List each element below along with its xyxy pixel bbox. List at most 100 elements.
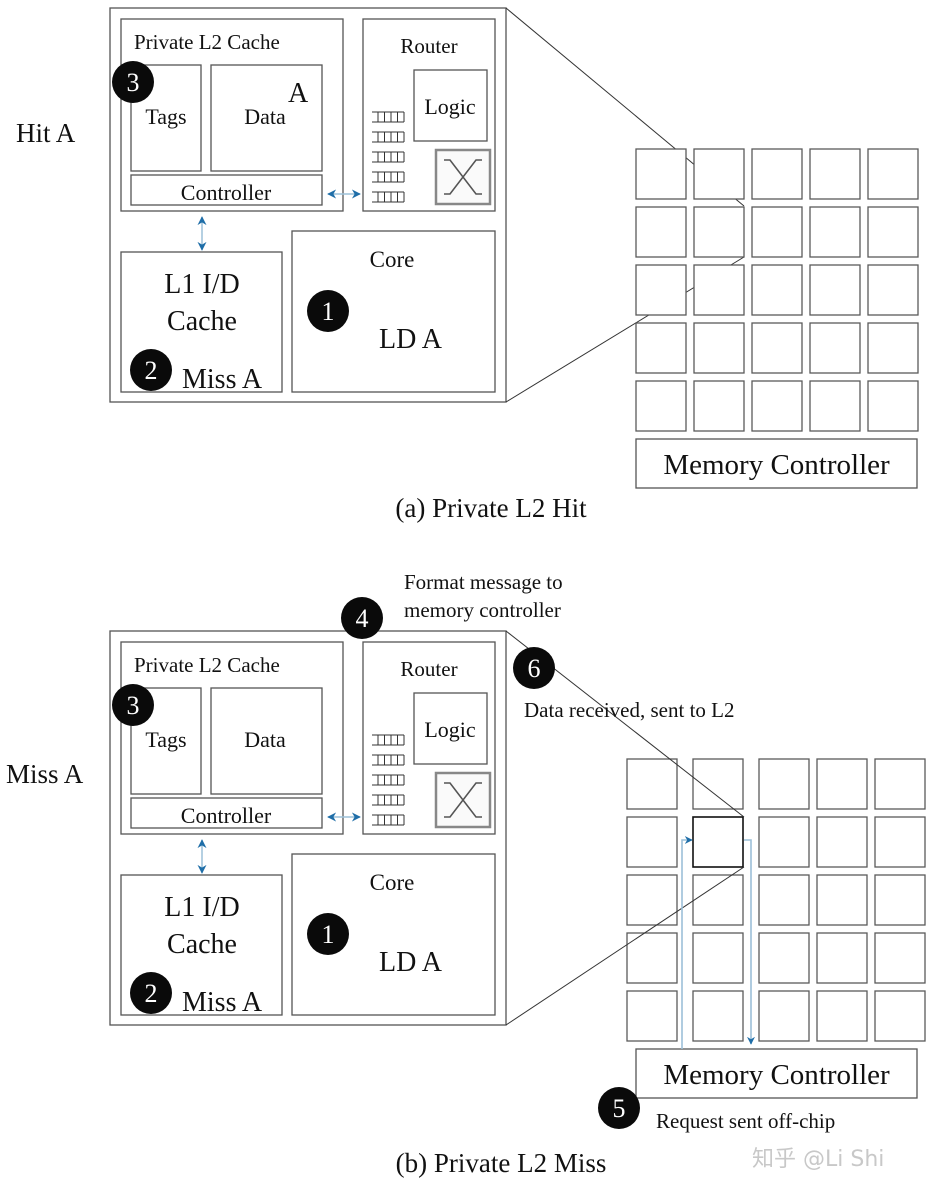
core-title: Core [370,247,415,272]
l1-cache-label: Cache [167,306,237,337]
step-badge-5: 5 [598,1087,640,1129]
data-line-marker: A [288,78,309,109]
side-label-miss-a: Miss A [6,759,84,789]
mesh-tile [751,148,803,200]
router-title: Router [400,34,457,58]
tags-label: Tags [145,727,186,752]
mesh-tile [693,264,745,316]
memory-controller-box [635,1048,918,1099]
caption-b: (b) Private L2 Miss [396,1148,607,1178]
mesh-tile [626,932,678,984]
buffer-queue-icon [372,794,405,806]
mesh-tile [626,874,678,926]
mesh-tile [758,816,810,868]
crossbar-switch-icon [434,148,492,206]
step-badge-6: 6 [513,647,555,689]
mesh-tile [635,322,687,374]
mesh-tile [816,874,868,926]
mesh-tile [809,380,861,432]
mesh-tile [751,380,803,432]
mesh-tile [626,758,678,810]
mesh-tile [816,758,868,810]
step-badge-circle [130,972,172,1014]
tags-label: Tags [145,104,186,129]
l1-miss-status: Miss A [182,364,263,395]
mesh-tile [874,758,926,810]
mesh-tile [867,264,919,316]
controller-box [130,174,323,206]
mesh-tile [692,874,744,926]
controller-label: Controller [181,180,272,205]
mesh-tile [874,990,926,1042]
controller-box [130,797,323,829]
l1-cache-label: Cache [167,929,237,960]
crossbar-switch-icon [434,771,492,829]
step-badge-circle [513,647,555,689]
mesh-tile [816,990,868,1042]
memory-controller-label: Memory Controller [663,1059,890,1091]
mesh-tile [751,322,803,374]
step-badge-3: 3 [112,61,154,103]
mesh-tile [816,816,868,868]
mesh-tile [867,148,919,200]
buffer-queue-icon [372,734,405,746]
step-badge-number: 3 [127,691,140,720]
zoom-guide-line [505,866,745,1026]
mesh-tile [635,264,687,316]
step-4-text: Format message to [404,570,563,594]
step-badge-number: 3 [127,68,140,97]
step-badge-circle [598,1087,640,1129]
response-path-arrow [681,836,693,1049]
mesh-tile [809,148,861,200]
memory-controller-label: Memory Controller [663,449,890,481]
data-box [210,64,323,172]
mesh-tile [874,932,926,984]
step-badge-1: 1 [307,290,349,332]
buffer-queue-icon [372,754,405,766]
mesh-tile [692,932,744,984]
step-badge-circle [307,290,349,332]
mesh-tile [867,380,919,432]
mesh-tile [693,206,745,258]
step-badge-number: 4 [356,604,369,633]
mesh-tile [626,990,678,1042]
logic-label: Logic [424,94,476,119]
watermark: 知乎 @Li Shi [752,1147,884,1172]
step-badge-circle [341,597,383,639]
mesh-tile [693,322,745,374]
mesh-tile [635,380,687,432]
mesh-tile [692,816,744,868]
logic-box [413,692,488,765]
data-label: Data [244,727,286,752]
mesh-tile [692,990,744,1042]
router-title: Router [400,657,457,681]
mesh-tile [867,206,919,258]
crossbar-line [444,159,482,195]
data-label: Data [244,104,286,129]
mesh-tile [758,990,810,1042]
mesh-tile [626,816,678,868]
mesh-tile [874,816,926,868]
buffer-queue-icon [372,774,405,786]
mesh-tile [751,264,803,316]
step-badge-number: 2 [145,356,158,385]
buffer-queue-icon [372,814,405,826]
step-badge-number: 1 [322,920,335,949]
mesh-tile [809,206,861,258]
step-badge-number: 6 [528,654,541,683]
mesh-tile [758,758,810,810]
request-path-arrow [744,839,755,1045]
step-badge-number: 2 [145,979,158,1008]
core-title: Core [370,870,415,895]
mesh-tile [758,932,810,984]
mesh-tile [693,148,745,200]
mesh-tile [809,322,861,374]
step-badge-circle [307,913,349,955]
mesh-tile [751,206,803,258]
step-badge-number: 1 [322,297,335,326]
l1-miss-status: Miss A [182,987,263,1018]
side-label-hit-a: Hit A [16,118,76,148]
